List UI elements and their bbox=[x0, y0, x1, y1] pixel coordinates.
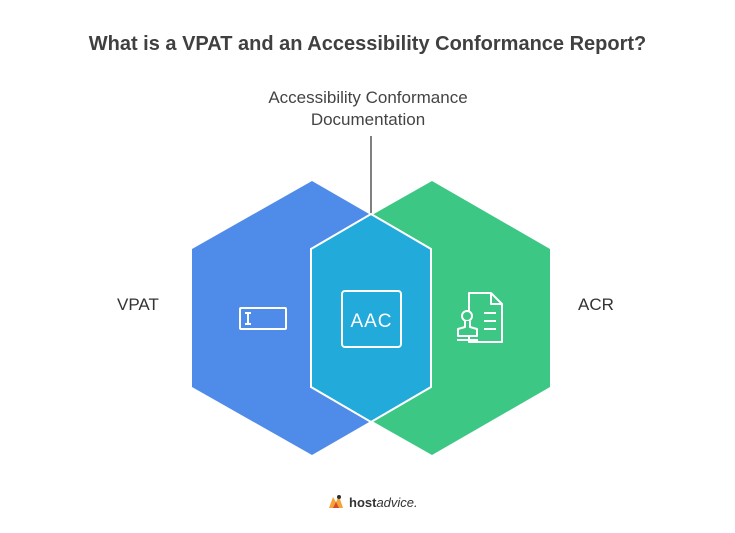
page-title: What is a VPAT and an Accessibility Conf… bbox=[88, 33, 647, 55]
center-label: Accessibility Conformance Documentation bbox=[218, 87, 518, 131]
hostadvice-mark-icon bbox=[329, 495, 343, 508]
document-stamp-icon bbox=[457, 292, 503, 343]
center-label-line1: Accessibility Conformance bbox=[268, 88, 468, 107]
aac-text-icon: AAC bbox=[341, 290, 402, 348]
aac-icon-text: AAC bbox=[350, 311, 392, 332]
brand-host-text: host bbox=[349, 494, 377, 510]
acr-label: ACR bbox=[578, 295, 614, 314]
center-label-line2: Documentation bbox=[310, 110, 426, 129]
vpat-label: VPAT bbox=[117, 295, 159, 314]
brand-advice-text: advice. bbox=[376, 494, 418, 510]
overlap-hexagon bbox=[310, 212, 432, 424]
hostadvice-logo: hostadvice. bbox=[327, 493, 418, 511]
text-input-icon bbox=[239, 307, 287, 330]
